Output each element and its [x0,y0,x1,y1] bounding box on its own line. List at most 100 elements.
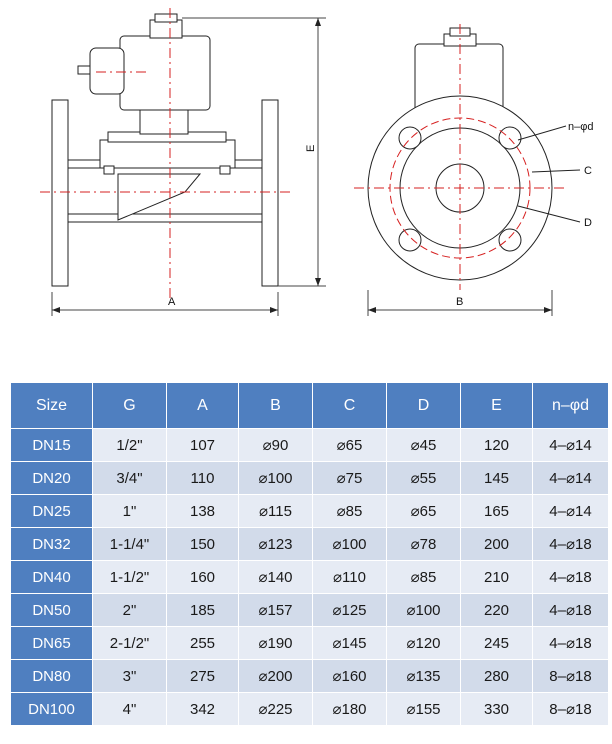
table-header-row: Size G A B C D E n–φd [10,382,609,429]
cell-c: ⌀75 [312,461,387,495]
front-view [354,24,581,316]
cell-n-phi-d: 4–⌀18 [532,593,609,627]
dim-a-label: A [168,296,176,308]
bolt-hole [498,228,522,252]
cell-b: ⌀225 [238,692,313,726]
coil-box [89,47,125,95]
cell-c: ⌀180 [312,692,387,726]
header-g: G [92,382,167,429]
cell-b: ⌀123 [238,527,313,561]
cell-n-phi-d: 4–⌀18 [532,626,609,660]
header-b: B [238,382,313,429]
cell-size: DN20 [10,461,93,495]
cell-c: ⌀160 [312,659,387,693]
cell-e: 210 [460,560,533,594]
cell-g: 3/4" [92,461,167,495]
cell-c: ⌀125 [312,593,387,627]
cell-size: DN32 [10,527,93,561]
cell-c: ⌀145 [312,626,387,660]
cell-b: ⌀140 [238,560,313,594]
cell-size: DN15 [10,428,93,462]
cell-n-phi-d: 4–⌀18 [532,560,609,594]
stem [139,105,189,135]
cell-n-phi-d: 4–⌀14 [532,461,609,495]
cell-e: 120 [460,428,533,462]
cell-d: ⌀78 [386,527,461,561]
cell-d: ⌀45 [386,428,461,462]
cell-a: 110 [166,461,239,495]
cell-b: ⌀200 [238,659,313,693]
cell-b: ⌀90 [238,428,313,462]
cell-g: 1-1/2" [92,560,167,594]
cell-d: ⌀65 [386,494,461,528]
cell-a: 160 [166,560,239,594]
side-view [40,8,326,316]
cell-n-phi-d: 4–⌀18 [532,527,609,561]
bonnet-plate [99,139,236,169]
cell-d: ⌀120 [386,626,461,660]
cell-a: 185 [166,593,239,627]
cell-b: ⌀115 [238,494,313,528]
cell-d: ⌀155 [386,692,461,726]
right-flange [261,99,279,287]
bolt-hole [398,126,422,150]
cell-size: DN80 [10,659,93,693]
cell-b: ⌀157 [238,593,313,627]
cell-e: 220 [460,593,533,627]
cell-d: ⌀85 [386,560,461,594]
cell-d: ⌀135 [386,659,461,693]
cell-size: DN50 [10,593,93,627]
cell-size: DN100 [10,692,93,726]
n-phi-d-label: n–φd [568,121,594,133]
cell-e: 245 [460,626,533,660]
cell-e: 330 [460,692,533,726]
cell-e: 145 [460,461,533,495]
dim-d-label: D [584,217,592,229]
cell-c: ⌀85 [312,494,387,528]
coil-housing [119,35,211,111]
cell-g: 2" [92,593,167,627]
cell-n-phi-d: 8–⌀18 [532,659,609,693]
cell-g: 1-1/4" [92,527,167,561]
cell-a: 107 [166,428,239,462]
cell-e: 165 [460,494,533,528]
cell-a: 342 [166,692,239,726]
dim-e-label: E [305,145,317,152]
cell-g: 1" [92,494,167,528]
cell-g: 1/2" [92,428,167,462]
bolt-hole [498,126,522,150]
header-size: Size [10,382,93,429]
cell-size: DN65 [10,626,93,660]
cell-a: 150 [166,527,239,561]
cell-c: ⌀65 [312,428,387,462]
bolt-hole [398,228,422,252]
cell-n-phi-d: 4–⌀14 [532,428,609,462]
cell-d: ⌀55 [386,461,461,495]
cell-a: 255 [166,626,239,660]
cell-c: ⌀110 [312,560,387,594]
left-flange [51,99,69,287]
header-a: A [166,382,239,429]
header-e: E [460,382,533,429]
cell-d: ⌀100 [386,593,461,627]
valve-drawing: A E n–φd C D B [40,8,594,316]
dim-c-label: C [584,165,592,177]
cell-g: 4" [92,692,167,726]
cell-e: 280 [460,659,533,693]
cell-a: 138 [166,494,239,528]
header-n-phi-d: n–φd [532,382,609,429]
cell-g: 2-1/2" [92,626,167,660]
cell-e: 200 [460,527,533,561]
cell-b: ⌀100 [238,461,313,495]
cell-n-phi-d: 8–⌀18 [532,692,609,726]
cell-c: ⌀100 [312,527,387,561]
cell-size: DN25 [10,494,93,528]
dim-b-label: B [456,296,463,308]
